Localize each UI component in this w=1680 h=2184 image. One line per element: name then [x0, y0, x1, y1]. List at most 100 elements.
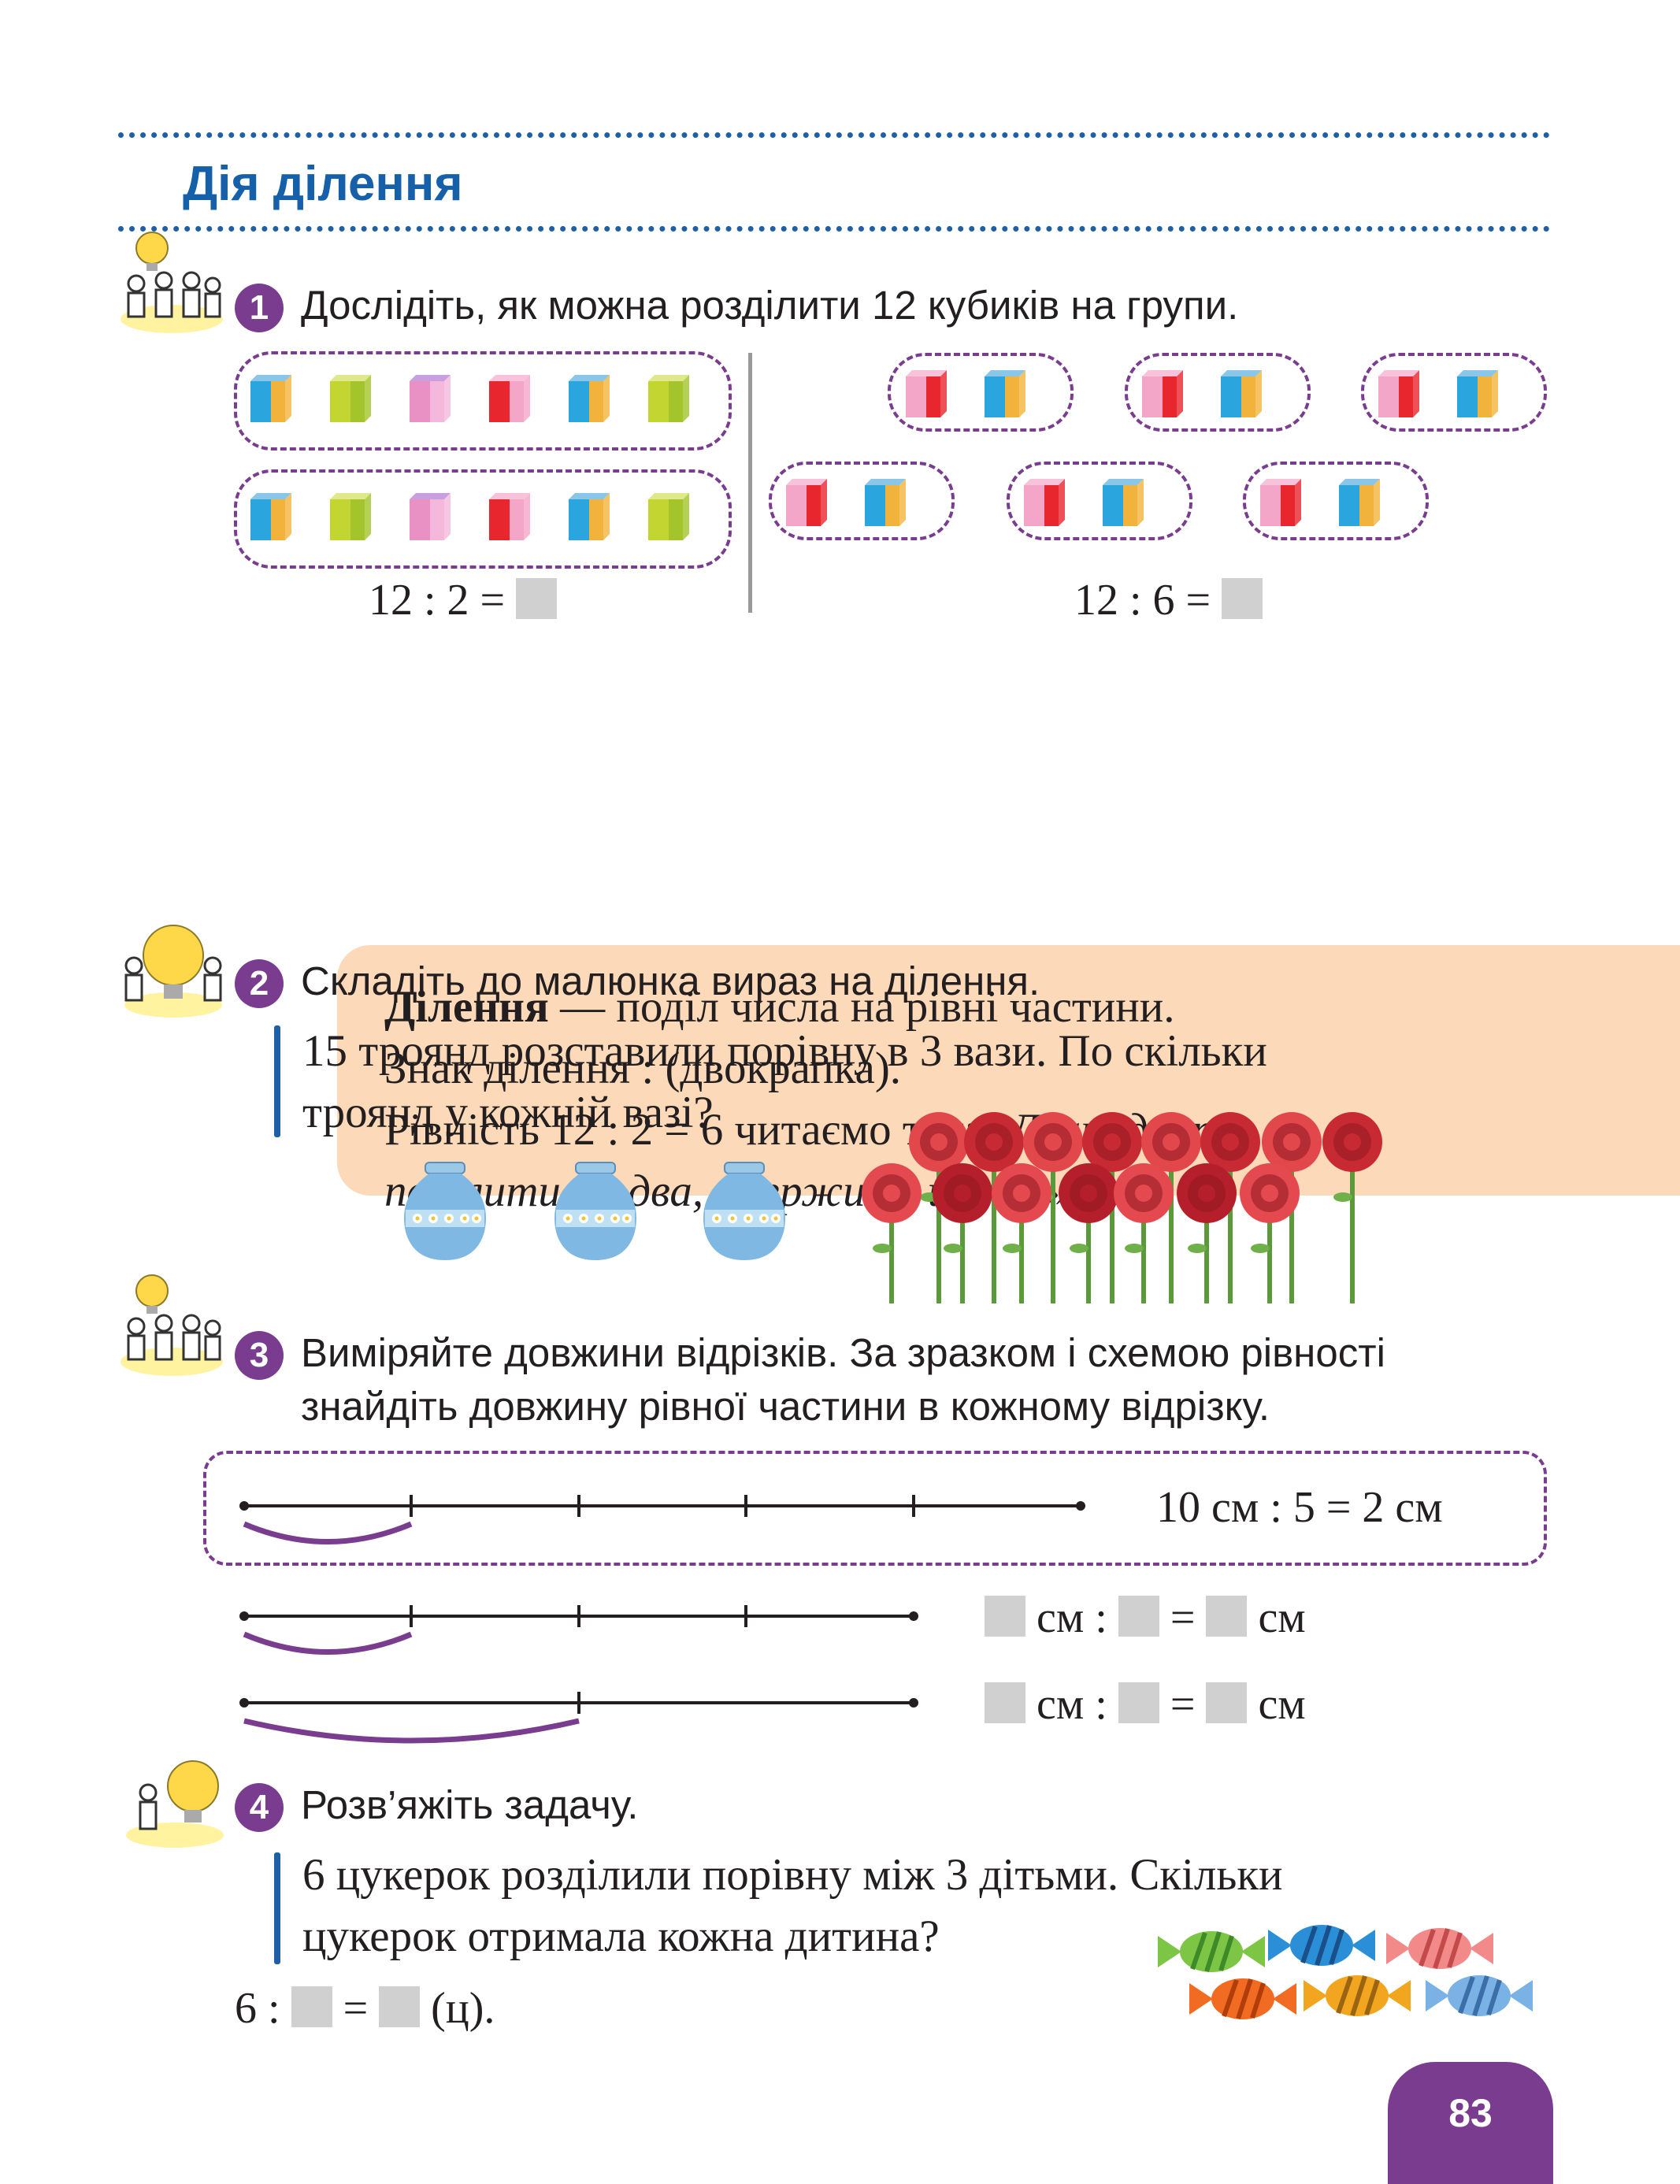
- vase-icon: [554, 1162, 636, 1260]
- answer-box[interactable]: [1222, 578, 1263, 619]
- rose-icon: [1177, 1163, 1237, 1303]
- answer-box[interactable]: [985, 1596, 1025, 1637]
- problem-line-1: 15 троянд розставили порівну в 3 вази. П…: [302, 1026, 1267, 1076]
- lightbulb-people-icon: [121, 1274, 223, 1376]
- top-dotted-rule: [118, 132, 1550, 138]
- cube-icon: [250, 375, 291, 422]
- answer-box[interactable]: [1118, 1596, 1159, 1637]
- cube-icon: [569, 493, 610, 540]
- task-4-equation: 6 : = (ц).: [235, 1983, 495, 2034]
- page-title: Дія ділення: [183, 157, 463, 211]
- rule-term: Ділення: [384, 982, 549, 1032]
- cube-icon: [1142, 370, 1183, 417]
- problem-bar: [274, 1025, 280, 1137]
- problem-bar: [274, 1852, 280, 1964]
- cube-icon: [1260, 479, 1301, 526]
- vase-icon: [404, 1162, 486, 1260]
- task-4-text: Розв’яжіть задачу.: [301, 1782, 639, 1827]
- rose-icon: [1059, 1163, 1118, 1303]
- rule-line-3: Рівність 12 : 2 = 6 читаємо так:: [384, 1105, 988, 1155]
- problem-line-2: троянд у кожній вазі?: [302, 1088, 714, 1137]
- task-3-text-1: Виміряйте довжини відрізків. За зразком …: [301, 1330, 1385, 1375]
- divider-line: [748, 353, 752, 613]
- equals: =: [343, 1984, 369, 2033]
- candy-icon: [1268, 1925, 1375, 1966]
- rose-icon: [909, 1112, 969, 1303]
- lightbulb-people-icon: [124, 925, 222, 1018]
- task-2-text: Складіть до малюнка вираз на ділення.: [301, 959, 1040, 1003]
- task-3-equation-1: см : = см: [985, 1593, 1306, 1643]
- rose-icon: [1322, 1112, 1382, 1303]
- cube-icon: [410, 493, 451, 540]
- answer-box[interactable]: [1118, 1682, 1159, 1723]
- task-3-number: 3: [235, 1331, 284, 1380]
- task-2-number: 2: [235, 959, 284, 1008]
- task-1-equation-right: 12 : 6 =: [1074, 575, 1263, 625]
- answer-box[interactable]: [291, 1986, 332, 2027]
- rose-icon: [933, 1163, 992, 1303]
- colon: :: [1095, 1680, 1107, 1729]
- candy-icon: [1189, 1978, 1296, 2019]
- equation-text: 12 : 2 =: [369, 576, 506, 625]
- lightbulb-person-icon: [126, 1760, 224, 1848]
- rose-icon: [1240, 1163, 1300, 1303]
- rose-icon: [992, 1163, 1051, 1303]
- cube-icon: [1457, 370, 1498, 417]
- answer-box[interactable]: [516, 578, 558, 619]
- candies: [1158, 1925, 1533, 2019]
- answer-box[interactable]: [985, 1682, 1025, 1723]
- cube-group-6-b: [234, 469, 732, 569]
- task-1-equation-left: 12 : 2 =: [369, 575, 558, 625]
- rule-line-2: Знак ділення : (двокрапка).: [384, 1044, 902, 1093]
- task-2-problem: 15 троянд розставили порівну в 3 вази. П…: [302, 1021, 1267, 1144]
- equation-end: (ц).: [431, 1984, 495, 2033]
- task-4-problem: 6 цукерок розділили порівну між 3 дітьми…: [302, 1845, 1283, 1967]
- candy-icon: [1304, 1975, 1411, 2016]
- cube-icon: [985, 370, 1025, 417]
- task-3-equation-2: см : = см: [985, 1679, 1306, 1730]
- cube-group-2-c: [1361, 353, 1547, 432]
- problem-line-2: цукерок отримала кожна дитина?: [302, 1911, 940, 1961]
- cube-icon: [410, 375, 451, 422]
- cube-icon: [906, 370, 947, 417]
- candy-icon: [1158, 1931, 1265, 1972]
- cube-icon: [648, 493, 689, 540]
- cube-icon: [1378, 370, 1419, 417]
- task-1-text: Дослідіть, як можна розділити 12 кубиків…: [301, 283, 1239, 328]
- unit: см: [1258, 1680, 1306, 1729]
- problem-line-1: 6 цукерок розділили порівну між 3 дітьми…: [302, 1850, 1283, 1900]
- task-4-number: 4: [235, 1783, 284, 1832]
- cube-icon: [250, 493, 291, 540]
- candy-icon: [1426, 1975, 1533, 2016]
- cube-icon: [1024, 479, 1065, 526]
- equation-text: 12 : 6 =: [1074, 576, 1211, 625]
- cube-icon: [489, 375, 530, 422]
- equation-start: 6 :: [235, 1984, 280, 2033]
- segment-2: [239, 1692, 918, 1744]
- unit: см: [1037, 1680, 1085, 1729]
- candy-icon: [1386, 1928, 1493, 1969]
- cube-icon: [330, 375, 371, 422]
- rose-icon: [1023, 1112, 1083, 1303]
- segment-example: [239, 1495, 1085, 1544]
- cube-group-2-d: [769, 462, 955, 540]
- cube-group-2-f: [1243, 462, 1429, 540]
- cube-icon: [569, 375, 610, 422]
- answer-box[interactable]: [1206, 1596, 1248, 1637]
- cube-icon: [865, 479, 906, 526]
- cube-group-2-a: [888, 353, 1074, 432]
- cube-icon: [330, 493, 371, 540]
- cube-icon: [1103, 479, 1144, 526]
- answer-box[interactable]: [379, 1986, 421, 2027]
- cube-icon: [786, 479, 827, 526]
- cube-group-6-a: [234, 351, 732, 451]
- roses: [862, 1112, 1382, 1303]
- answer-box[interactable]: [1206, 1682, 1248, 1723]
- task-3-text-2: знайдіть довжину рівної частини в кожном…: [301, 1384, 1270, 1429]
- task-1-number: 1: [235, 284, 284, 332]
- lightbulb-people-icon: [121, 232, 223, 333]
- segment-1: [239, 1605, 918, 1655]
- unit: см: [1037, 1593, 1085, 1642]
- rose-icon: [1114, 1163, 1174, 1303]
- cube-icon: [648, 375, 689, 422]
